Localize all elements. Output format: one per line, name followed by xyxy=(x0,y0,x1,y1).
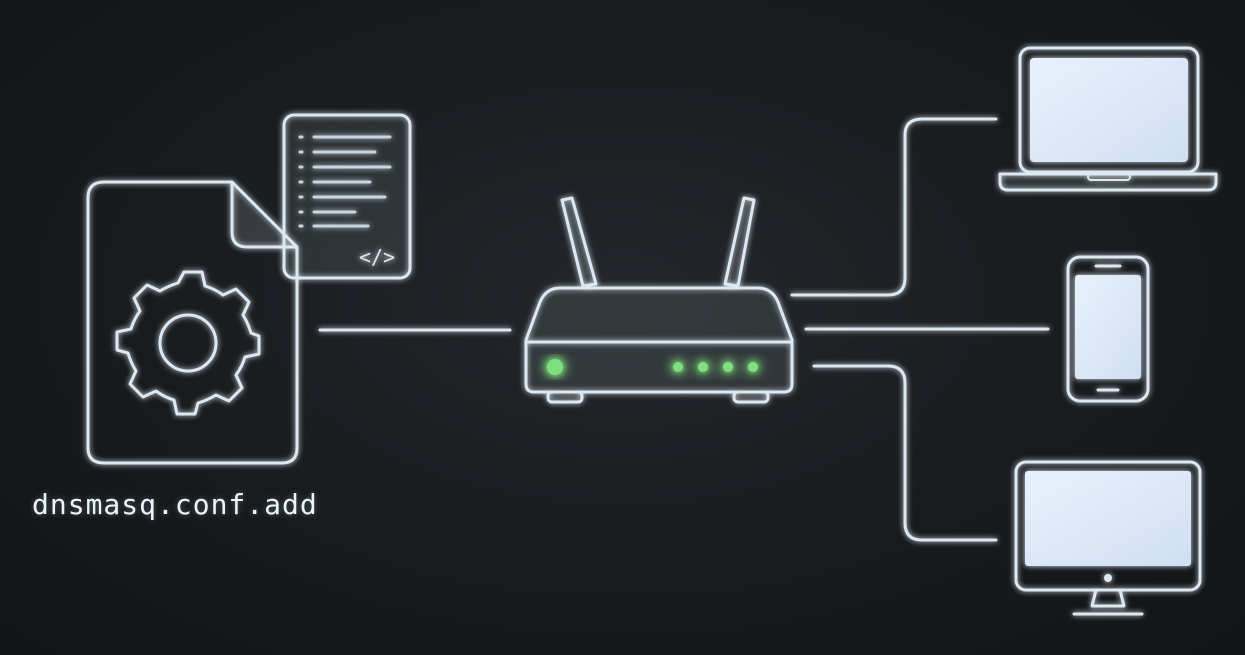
router-foot-left xyxy=(546,390,584,404)
config-file-icon xyxy=(86,180,299,465)
gear-icon xyxy=(115,270,261,416)
phone-screen xyxy=(1075,275,1141,379)
router-port-led xyxy=(698,362,708,372)
router-antenna-right xyxy=(723,196,756,288)
code-glyph: </> xyxy=(359,245,395,269)
config-file-name-label: dnsmasq.conf.add xyxy=(32,488,318,521)
router-icon xyxy=(524,196,794,404)
monitor-power-dot xyxy=(1104,574,1112,582)
router-to-laptop-line xyxy=(790,117,998,297)
router-antenna-left xyxy=(560,196,598,288)
desktop-monitor-icon xyxy=(1014,460,1202,616)
router-power-led xyxy=(547,359,563,375)
router-foot-right xyxy=(732,390,770,404)
laptop-screen xyxy=(1030,58,1188,162)
router-body xyxy=(524,286,794,394)
router-to-desktop-line xyxy=(812,364,998,542)
router-port-led xyxy=(748,362,758,372)
code-lines xyxy=(298,135,392,228)
router-leds xyxy=(547,359,758,375)
laptop-icon xyxy=(998,46,1218,192)
connection-lines xyxy=(318,117,1050,542)
router-port-led xyxy=(723,362,733,372)
router-port-led xyxy=(673,362,683,372)
code-document-icon: </> xyxy=(282,113,412,280)
smartphone-icon xyxy=(1066,255,1150,403)
monitor-screen xyxy=(1025,471,1191,566)
